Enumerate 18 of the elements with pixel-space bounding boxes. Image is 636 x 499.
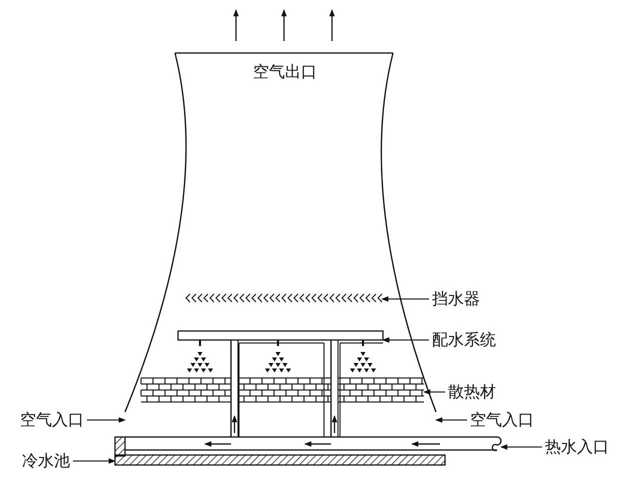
part-label: 空气出口 (253, 63, 317, 81)
leader-line (500, 444, 542, 450)
part-label: 散热材 (448, 383, 496, 401)
leader-line (381, 296, 429, 302)
part-label: 挡水器 (432, 290, 480, 308)
part-label: 空气入口 (20, 411, 84, 429)
part-label: 冷水池 (22, 452, 70, 470)
leader-line (435, 417, 467, 423)
water-distribution-pipes (177, 330, 384, 438)
leader-line (87, 417, 126, 423)
part-label: 配水系统 (432, 331, 496, 349)
leader-line (382, 337, 429, 343)
cold-water-basin (114, 436, 446, 466)
part-label: 空气入口 (470, 411, 534, 429)
leader-line (73, 458, 116, 464)
hot-water-pipe (125, 436, 502, 452)
part-label: 热水入口 (545, 438, 609, 456)
leader-line (423, 389, 445, 395)
